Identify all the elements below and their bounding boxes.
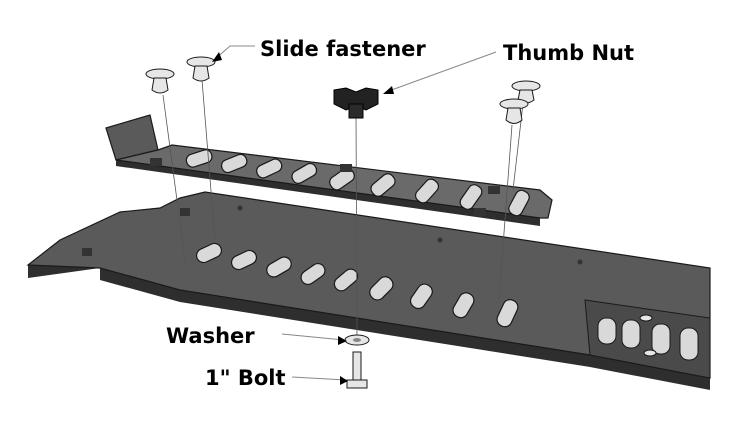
axis-line — [355, 114, 358, 341]
slot — [459, 184, 483, 210]
fastener-head-small — [643, 349, 657, 357]
slot — [291, 162, 318, 184]
slot — [333, 268, 359, 292]
slot — [369, 276, 394, 301]
slot — [266, 256, 292, 278]
tab-notch — [82, 248, 92, 256]
slot — [300, 262, 326, 286]
main-plate — [26, 191, 711, 390]
slide-fastener — [145, 68, 175, 94]
washer — [344, 334, 370, 346]
axis-line — [512, 94, 525, 191]
leader-arrowheads — [212, 52, 394, 385]
slot — [230, 249, 258, 271]
axis-line — [162, 94, 187, 269]
slot — [220, 153, 248, 174]
arrowhead — [338, 336, 347, 345]
main-plate-edge — [28, 255, 710, 390]
label-bolt: 1" Bolt — [205, 366, 286, 390]
axis-line — [201, 79, 216, 241]
axis-line — [498, 124, 513, 301]
slot — [185, 149, 213, 168]
label-thumb-nut: Thumb Nut — [503, 41, 634, 65]
label-slide-fastener: Slide fastener — [260, 37, 426, 61]
bolt — [346, 351, 368, 389]
arrowhead — [340, 376, 348, 385]
end-box-slots — [597, 317, 699, 361]
slide-plate — [105, 114, 553, 226]
thumb-nut — [333, 87, 379, 119]
slide-plate-slots — [185, 149, 530, 217]
tab-notch — [474, 208, 486, 216]
slide-fastener — [186, 56, 216, 82]
pin-hole — [577, 259, 583, 265]
assembly-axis-lines — [162, 79, 525, 341]
leader-bolt — [291, 376, 347, 381]
main-plate-slots — [195, 242, 519, 328]
pin-hole — [437, 237, 443, 243]
slot — [496, 299, 519, 328]
slide-plate-edge — [116, 160, 540, 226]
pin-hole — [237, 205, 243, 211]
arrowhead — [383, 86, 394, 94]
slot — [329, 167, 355, 191]
label-washer: Washer — [166, 324, 255, 348]
slot — [621, 319, 641, 349]
slot — [508, 189, 530, 217]
tab-notch — [180, 208, 190, 216]
slide-fastener-group — [145, 56, 541, 124]
slot — [370, 173, 396, 197]
tab-notch — [150, 158, 162, 166]
slot — [651, 323, 671, 355]
slot — [597, 317, 617, 345]
slide-fastener — [499, 98, 529, 124]
slot — [452, 292, 475, 319]
main-plate-end-box — [584, 299, 711, 379]
main-plate-top — [26, 191, 711, 379]
tab-notch — [340, 164, 352, 172]
arrowhead — [212, 52, 222, 62]
fastener-head-small — [639, 314, 653, 322]
slot — [679, 327, 699, 361]
leader-washer — [281, 333, 345, 341]
slot — [414, 178, 440, 204]
leader-thumb-nut — [385, 51, 497, 93]
leader-lines — [213, 45, 497, 381]
slot — [409, 283, 433, 310]
slot — [256, 158, 283, 179]
slot — [195, 242, 223, 264]
tab-notch — [488, 186, 500, 194]
